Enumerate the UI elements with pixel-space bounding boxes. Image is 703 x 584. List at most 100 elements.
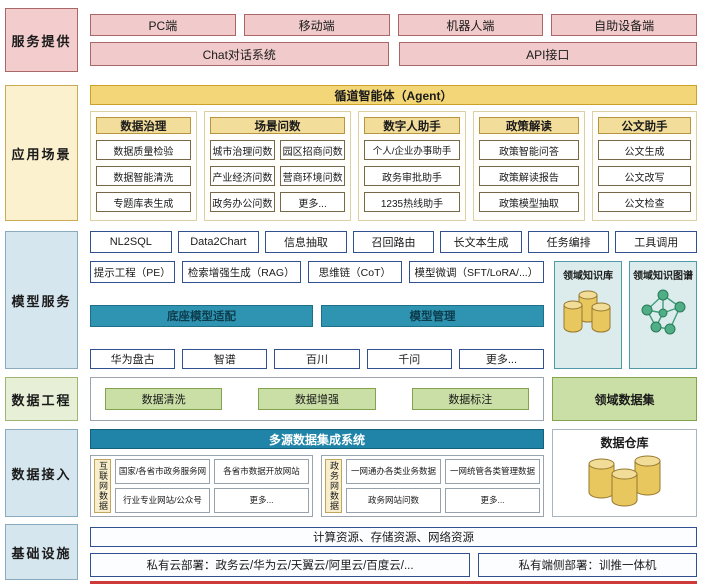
capability-task-orchestration: 任务编排 <box>527 231 610 253</box>
data-engineering-container: 数据清洗 数据增强 数据标注 <box>90 377 544 421</box>
api-interface-box: API接口 <box>398 42 697 66</box>
source-one-stop-service-data: 一网通办各类业务数据 <box>346 459 441 484</box>
application-content: 循道智能体（Agent） 数据治理 数据质量检验 数据智能清洗 专题库表生成 场… <box>90 85 697 221</box>
gov-data-grid: 一网通办各类业务数据 一网统管各类管理数据 政务网站问数 更多... <box>346 459 540 513</box>
private-cloud-deployment-box: 私有云部署：政务云/华为云/天翼云/阿里云/百度云/... <box>90 553 471 577</box>
band-data-engineering: 数据工程 数据清洗 数据增强 数据标注 领域数据集 <box>5 377 697 421</box>
edge-deployment-box: 私有端侧部署：训推一体机 <box>478 553 697 577</box>
model-bars-row: 底座模型适配 模型管理 <box>90 305 544 327</box>
technique-finetune: 模型微调（SFT/LoRA/...） <box>408 261 544 283</box>
data-engineering-content: 数据清洗 数据增强 数据标注 领域数据集 <box>90 377 697 421</box>
data-access-left: 多源数据集成系统 互联网数据 国家/各省市政务服务网 各省市数据开放网站 行业专… <box>90 429 544 517</box>
app-item-smart-cleaning: 数据智能清洗 <box>96 166 191 186</box>
data-warehouse-title: 数据仓库 <box>600 436 649 450</box>
service-content: PC端 移动端 机器人端 自助设备端 Chat对话系统 API接口 <box>90 8 697 72</box>
internet-data-group: 互联网数据 国家/各省市政务服务网 各省市数据开放网站 行业专业网站/公众号 更… <box>90 455 313 517</box>
app-column-digital-human: 数字人助手 个人/企业办事助手 政务审批助手 1235热线助手 <box>358 111 466 221</box>
app-item-park-investment-qa: 园区招商问数 <box>279 140 346 160</box>
capability-recall-routing: 召回路由 <box>352 231 435 253</box>
scenario-qa-right: 园区招商问数 营商环境问数 更多... <box>279 140 346 215</box>
domain-dataset-box: 领域数据集 <box>552 377 697 421</box>
layer-label-application: 应用场景 <box>5 85 78 221</box>
domain-knowledge-base-box: 领域知识库 <box>554 261 622 369</box>
model-baichuan: 百川 <box>274 349 360 369</box>
column-title-digital-human: 数字人助手 <box>364 117 460 134</box>
source-unified-management-data: 一网统管各类管理数据 <box>445 459 540 484</box>
application-columns: 数据治理 数据质量检验 数据智能清洗 专题库表生成 场景问数 城市治理问数 产业… <box>90 111 697 221</box>
technique-rag: 检索增强生成（RAG） <box>181 261 301 283</box>
band-application: 应用场景 循道智能体（Agent） 数据治理 数据质量检验 数据智能清洗 专题库… <box>5 85 697 221</box>
column-title-document-assistant: 公文助手 <box>598 117 691 134</box>
internet-data-vertical-label: 互联网数据 <box>94 459 111 513</box>
terminal-kiosk: 自助设备端 <box>551 14 697 36</box>
source-gov-service-sites: 国家/各省市政务服务网 <box>115 459 210 484</box>
layer-label-data-engineering: 数据工程 <box>5 377 78 421</box>
data-access-content: 多源数据集成系统 互联网数据 国家/各省市政务服务网 各省市数据开放网站 行业专… <box>90 429 697 517</box>
terminal-pc: PC端 <box>90 14 236 36</box>
app-column-document-assistant: 公文助手 公文生成 公文改写 公文检查 <box>592 111 697 221</box>
technique-cot: 思维链（CoT） <box>307 261 402 283</box>
deployment-row: 私有云部署：政务云/华为云/天翼云/阿里云/百度云/... 私有端侧部署：训推一… <box>90 553 697 577</box>
base-model-adaptation-bar: 底座模型适配 <box>90 305 313 327</box>
data-labeling-box: 数据标注 <box>411 388 529 410</box>
capability-long-text: 长文本生成 <box>440 231 522 253</box>
database-stack-icon <box>563 290 611 333</box>
app-item-hotline-assistant: 1235热线助手 <box>364 192 460 212</box>
app-item-business-env-qa: 营商环境问数 <box>279 166 346 186</box>
data-augmentation-box: 数据增强 <box>258 388 376 410</box>
data-warehouse-box: 数据仓库 <box>552 429 697 517</box>
gov-network-data-group: 政务网数据 一网通办各类业务数据 一网统管各类管理数据 政务网站问数 更多... <box>321 455 544 517</box>
gov-data-vertical-label: 政务网数据 <box>325 459 342 513</box>
source-open-data-sites: 各省市数据开放网站 <box>214 459 309 484</box>
app-item-city-governance-qa: 城市治理问数 <box>209 140 275 160</box>
domain-knowledge-graph-box: 领域知识图谱 <box>629 261 697 369</box>
app-item-industry-economy-qa: 产业经济问数 <box>209 166 275 186</box>
layer-label-infrastructure: 基础设施 <box>5 524 78 580</box>
model-capability-row: NL2SQL Data2Chart 信息抽取 召回路由 长文本生成 任务编排 工… <box>90 231 698 253</box>
app-item-data-quality-check: 数据质量检验 <box>96 140 191 160</box>
model-more: 更多... <box>458 349 545 369</box>
model-left-area: 提示工程（PE） 检索增强生成（RAG） 思维链（CoT） 模型微调（SFT/L… <box>90 261 545 369</box>
app-item-gov-office-qa: 政务办公问数 <box>209 192 275 212</box>
app-item-policy-model-extract: 政策模型抽取 <box>478 192 580 212</box>
data-source-groups: 互联网数据 国家/各省市政务服务网 各省市数据开放网站 行业专业网站/公众号 更… <box>90 455 544 517</box>
chat-system-box: Chat对话系统 <box>90 42 389 66</box>
technique-row: 提示工程（PE） 检索增强生成（RAG） 思维链（CoT） 模型微调（SFT/L… <box>90 261 544 283</box>
app-item-thematic-table: 专题库表生成 <box>96 192 191 212</box>
model-zhipu: 智谱 <box>182 349 268 369</box>
scenario-qa-left: 城市治理问数 产业经济问数 政务办公问数 <box>209 140 275 215</box>
layer-label-model: 模型服务 <box>5 231 78 369</box>
database-cylinders-icon <box>588 455 660 507</box>
infrastructure-content: 计算资源、存储资源、网络资源 私有云部署：政务云/华为云/天翼云/阿里云/百度云… <box>90 524 697 580</box>
column-title-data-governance: 数据治理 <box>96 117 191 134</box>
app-item-personal-business-assistant: 个人/企业办事助手 <box>364 140 460 160</box>
terminal-robot: 机器人端 <box>397 14 544 36</box>
capability-nl2sql: NL2SQL <box>90 231 172 253</box>
capability-data2chart: Data2Chart <box>177 231 260 253</box>
app-item-policy-qa: 政策智能问答 <box>478 140 580 160</box>
agent-banner: 循道智能体（Agent） <box>90 85 697 105</box>
source-gov-website-data: 政务网站问数 <box>346 488 441 513</box>
terminal-mobile: 移动端 <box>243 14 390 36</box>
app-column-data-governance: 数据治理 数据质量检验 数据智能清洗 专题库表生成 <box>90 111 197 221</box>
model-content: NL2SQL Data2Chart 信息抽取 召回路由 长文本生成 任务编排 工… <box>90 231 698 369</box>
scenario-qa-split: 城市治理问数 产业经济问数 政务办公问数 园区招商问数 营商环境问数 更多... <box>209 140 346 215</box>
app-item-approval-assistant: 政务审批助手 <box>364 166 460 186</box>
technique-prompt-engineering: 提示工程（PE） <box>90 261 175 283</box>
bottom-divider <box>90 581 697 584</box>
model-pangu: 华为盘古 <box>90 349 176 369</box>
app-item-policy-report: 政策解读报告 <box>478 166 580 186</box>
column-title-scenario-qa: 场景问数 <box>209 117 346 134</box>
source-internet-more: 更多... <box>214 488 309 513</box>
layer-label-data-access: 数据接入 <box>5 429 78 517</box>
channel-row: Chat对话系统 API接口 <box>90 42 697 66</box>
band-infrastructure: 基础设施 计算资源、存储资源、网络资源 私有云部署：政务云/华为云/天翼云/阿里… <box>5 524 697 580</box>
app-column-scenario-qa: 场景问数 城市治理问数 产业经济问数 政务办公问数 园区招商问数 营商环境问数 … <box>203 111 352 221</box>
source-industry-sites: 行业专业网站/公众号 <box>115 488 210 513</box>
data-cleaning-box: 数据清洗 <box>105 388 223 410</box>
app-column-policy-reading: 政策解读 政策智能问答 政策解读报告 政策模型抽取 <box>472 111 586 221</box>
model-management-bar: 模型管理 <box>321 305 544 327</box>
layer-label-service: 服务提供 <box>5 8 78 72</box>
internet-data-grid: 国家/各省市政务服务网 各省市数据开放网站 行业专业网站/公众号 更多... <box>115 459 309 513</box>
